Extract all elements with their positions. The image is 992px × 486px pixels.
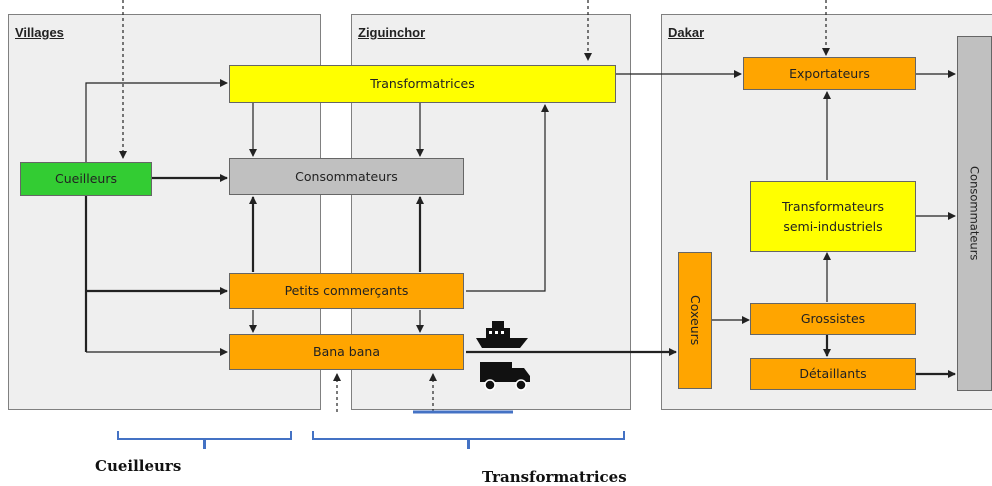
truck-icon bbox=[480, 362, 530, 391]
node-transformateurs-semi-industriels: Transformateurs semi-industriels bbox=[750, 181, 916, 252]
node-exportateurs: Exportateurs bbox=[743, 57, 916, 90]
node-transformatrices: Transformatrices bbox=[229, 65, 616, 103]
bracket-transformatrices bbox=[312, 431, 625, 440]
bracket-cueilleurs-center-tick bbox=[203, 440, 206, 449]
node-consommateurs: Consommateurs bbox=[229, 158, 464, 195]
node-cueilleurs: Cueilleurs bbox=[20, 162, 152, 196]
node-bana-bana: Bana bana bbox=[229, 334, 464, 370]
node-coxeurs: Coxeurs bbox=[678, 252, 712, 389]
region-dakar-title: Dakar bbox=[668, 25, 705, 40]
node-petits-commercants: Petits commerçants bbox=[229, 273, 464, 309]
boat-icon bbox=[476, 321, 528, 348]
bracket-transformatrices-center-tick bbox=[467, 440, 470, 449]
node-detaillants: Détaillants bbox=[750, 358, 916, 390]
label-cueilleurs: Cueilleurs bbox=[95, 457, 182, 475]
region-villages-title: Villages bbox=[15, 25, 64, 40]
label-transformatrices: Transformatrices bbox=[482, 468, 627, 486]
region-ziguinchor-title: Ziguinchor bbox=[358, 25, 426, 40]
node-consommateurs-dakar: Consommateurs bbox=[957, 36, 992, 391]
node-grossistes: Grossistes bbox=[750, 303, 916, 335]
bracket-cueilleurs bbox=[117, 431, 292, 440]
